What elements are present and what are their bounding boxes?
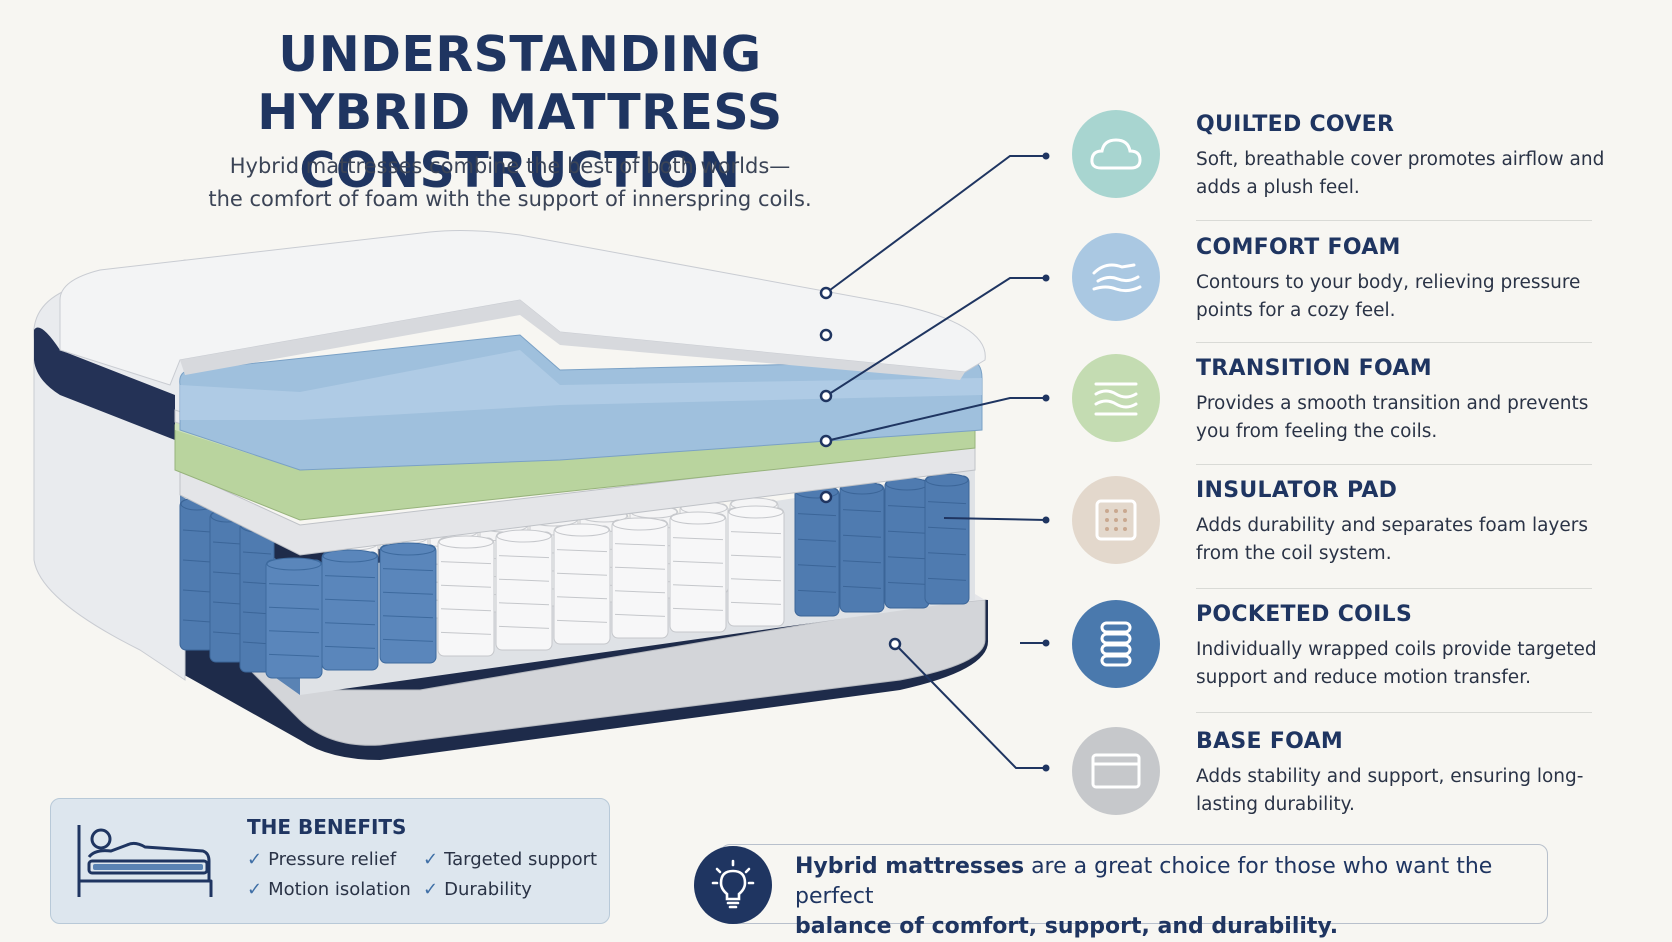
divider <box>1196 342 1592 343</box>
layer-name: INSULATOR PAD <box>1196 478 1398 503</box>
title-line-2: HYBRID MATTRESS CONSTRUCTION <box>257 84 783 199</box>
callout-line-1: are a great choice for those who want th… <box>795 854 1493 909</box>
coil <box>669 511 727 633</box>
benefit-item: ✓Motion isolation <box>247 879 411 900</box>
benefit-item: ✓Targeted support <box>423 849 598 870</box>
lightbulb-icon <box>711 859 755 909</box>
divider <box>1196 712 1592 713</box>
layer-name: QUILTED COVER <box>1196 112 1395 137</box>
base-block-icon <box>1091 753 1141 789</box>
layer-icon-circle <box>1072 727 1160 815</box>
layer-description: Contours to your body, relieving pressur… <box>1196 272 1581 321</box>
subtitle-line-1: Hybrid mattresses combine the best of bo… <box>229 154 791 178</box>
check-icon: ✓ <box>423 849 439 870</box>
layer-name: TRANSITION FOAM <box>1196 356 1432 381</box>
layer-icon-circle <box>1072 110 1160 198</box>
page-subtitle: Hybrid mattresses combine the best of bo… <box>160 150 860 216</box>
coil <box>209 509 245 663</box>
layer-icon-circle <box>1072 476 1160 564</box>
coil <box>437 535 495 657</box>
layer-name: POCKETED COILS <box>1196 602 1413 627</box>
layer-description: Adds durability and separates foam layer… <box>1196 515 1588 564</box>
layer-base-foam: BASE FOAM Adds stability and support, en… <box>1072 727 1592 819</box>
coil <box>794 485 840 617</box>
layer-pocketed-coils: POCKETED COILS Individually wrapped coil… <box>1072 600 1597 692</box>
layer-comfort-foam: COMFORT FOAM Contours to your body, reli… <box>1072 233 1592 325</box>
callout-text: Hybrid mattresses are a great choice for… <box>795 852 1555 942</box>
layer-description: Adds stability and support, ensuring lon… <box>1196 766 1584 815</box>
divider <box>1196 220 1592 221</box>
pocketed-coils-group <box>179 473 970 679</box>
coil <box>611 517 669 639</box>
layer-transition-foam: TRANSITION FOAM Provides a smooth transi… <box>1072 354 1592 446</box>
coil <box>495 529 553 651</box>
coil <box>379 542 437 664</box>
check-icon: ✓ <box>247 879 263 900</box>
callout-box <box>720 844 1548 924</box>
check-icon: ✓ <box>247 849 263 870</box>
bed-icon <box>77 825 213 897</box>
layer-icon-circle <box>1072 600 1160 688</box>
coil-icon <box>1100 621 1132 667</box>
coil <box>727 505 785 627</box>
coil <box>553 523 611 645</box>
layer-description: Individually wrapped coils provide targe… <box>1196 639 1597 688</box>
coil <box>321 549 379 671</box>
grid-pad-icon <box>1095 499 1137 541</box>
hand-on-foam-icon <box>1092 263 1142 293</box>
divider <box>1196 464 1592 465</box>
coil <box>884 477 930 609</box>
benefits-title: THE BENEFITS <box>247 815 407 839</box>
layer-description: Soft, breathable cover promotes airflow … <box>1196 149 1605 198</box>
coil <box>839 481 885 613</box>
subtitle-line-2: the comfort of foam with the support of … <box>208 187 812 211</box>
coil <box>924 473 970 605</box>
coil <box>179 497 215 651</box>
coil <box>265 557 323 679</box>
callout-strong: Hybrid mattresses <box>795 854 1025 879</box>
cloud-icon <box>1090 138 1142 170</box>
layer-icon-circle <box>1072 354 1160 442</box>
layer-description: Provides a smooth transition and prevent… <box>1196 393 1589 442</box>
layer-quilted-cover: QUILTED COVER Soft, breathable cover pro… <box>1072 110 1604 202</box>
lightbulb-icon-circle <box>694 846 772 924</box>
callout-line-2: balance of comfort, support, and durabil… <box>795 914 1339 939</box>
layer-name: COMFORT FOAM <box>1196 235 1401 260</box>
title-line-1: UNDERSTANDING <box>278 26 762 83</box>
wave-layers-icon <box>1094 382 1138 416</box>
benefit-item: ✓Durability <box>423 879 532 900</box>
divider <box>1196 588 1592 589</box>
page-title: UNDERSTANDING HYBRID MATTRESS CONSTRUCTI… <box>40 26 1000 200</box>
benefits-panel: THE BENEFITS ✓Pressure relief ✓Targeted … <box>50 798 610 924</box>
layer-icon-circle <box>1072 233 1160 321</box>
benefit-item: ✓Pressure relief <box>247 849 397 870</box>
layer-name: BASE FOAM <box>1196 729 1344 754</box>
layer-insulator-pad: INSULATOR PAD Adds durability and separa… <box>1072 476 1592 568</box>
check-icon: ✓ <box>423 879 439 900</box>
